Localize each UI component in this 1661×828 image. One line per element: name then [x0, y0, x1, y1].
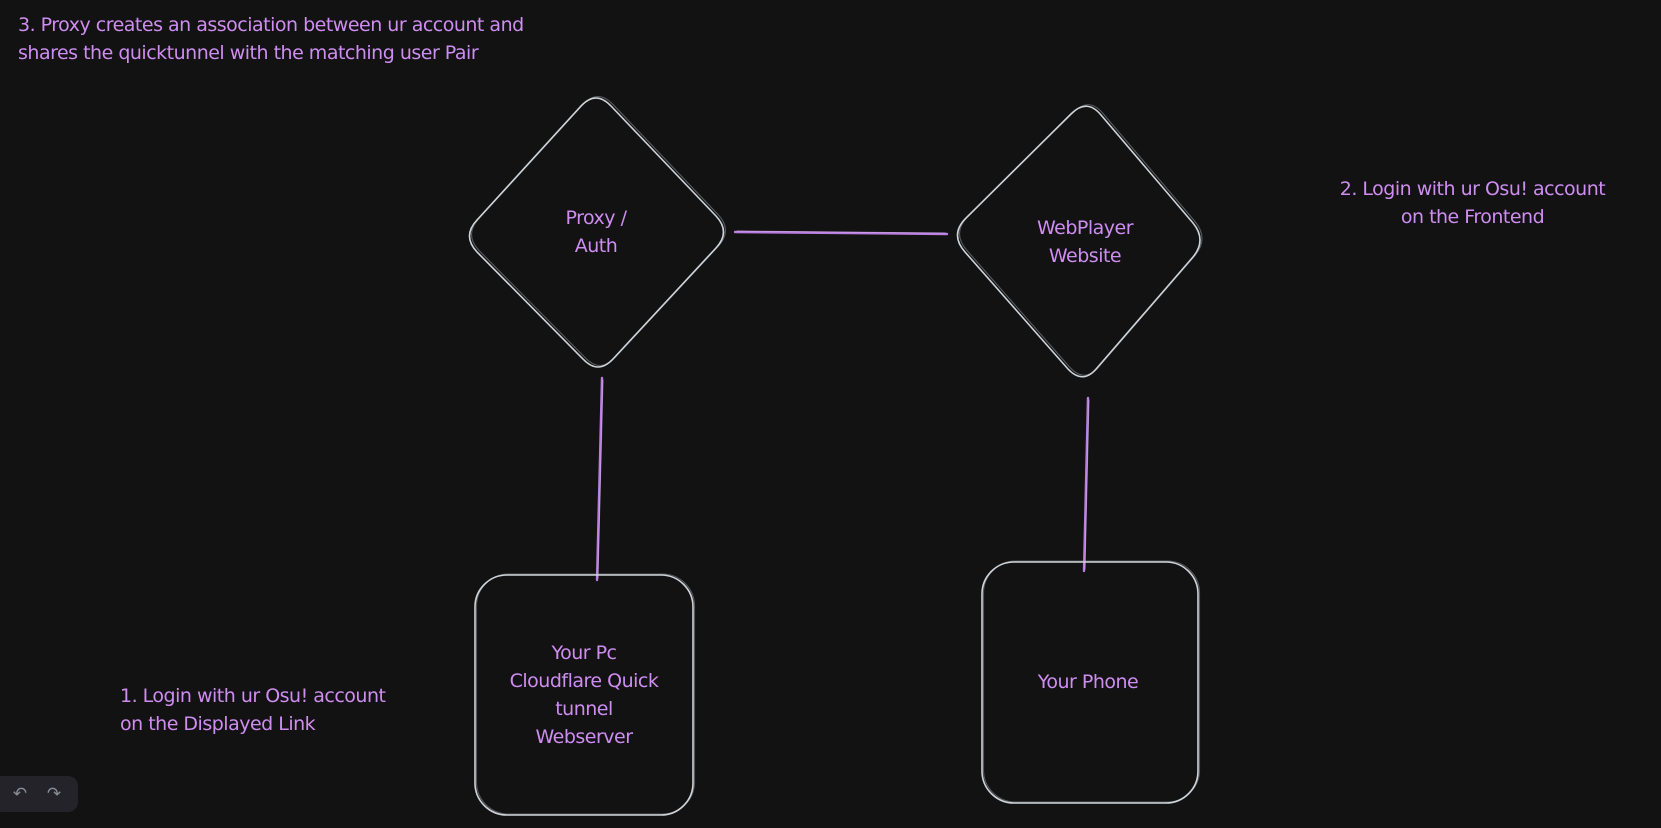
- undo-icon: ↶: [12, 784, 28, 803]
- webplayer-diamond[interactable]: [956, 104, 1203, 378]
- proxy-auth-label[interactable]: Proxy / Auth: [565, 207, 628, 257]
- your-phone-label[interactable]: Your Phone: [1037, 671, 1139, 693]
- connector-proxy-webplayer[interactable]: [733, 230, 949, 236]
- history-panel: ↶ ↷: [0, 776, 78, 812]
- proxy-auth-diamond[interactable]: [468, 95, 727, 368]
- webplayer-label[interactable]: WebPlayer Website: [1036, 217, 1134, 267]
- your-pc-label[interactable]: Your Pc Cloudflare Quick tunnel Webserve…: [509, 642, 659, 748]
- undo-button[interactable]: ↶: [6, 780, 34, 808]
- annotation-step3[interactable]: 3. Proxy creates an association between …: [18, 14, 524, 64]
- your-pc-rectangle[interactable]: [474, 573, 696, 816]
- connector-webplayer-yourphone[interactable]: [1082, 396, 1090, 573]
- connector-proxy-yourpc[interactable]: [595, 376, 604, 582]
- your-phone-rectangle[interactable]: [981, 560, 1201, 804]
- annotation-step2[interactable]: 2. Login with ur Osu! account on the Fro…: [1339, 178, 1606, 228]
- annotation-step1[interactable]: 1. Login with ur Osu! account on the Dis…: [120, 685, 386, 735]
- redo-button[interactable]: ↷: [40, 780, 68, 808]
- redo-icon: ↷: [46, 784, 62, 803]
